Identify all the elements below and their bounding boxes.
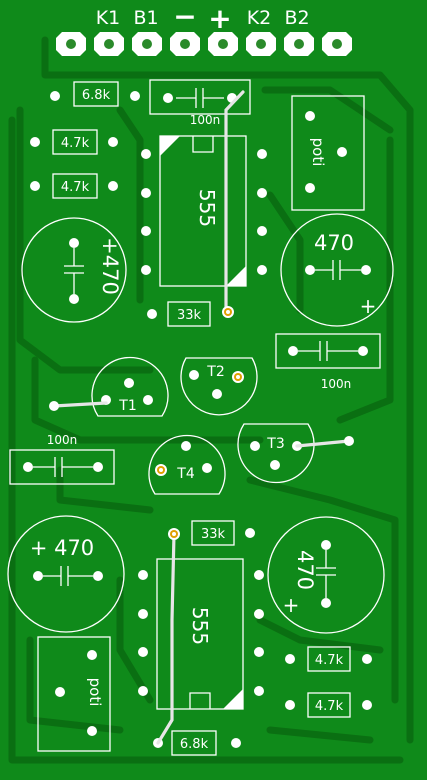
svg-text:6.8k: 6.8k <box>180 737 209 752</box>
header-connector: K1 B1 − + K2 B2 <box>56 0 352 56</box>
svg-text:+: + <box>360 294 377 318</box>
electrolytic-cap-470-left-top: +470 <box>21 217 127 323</box>
svg-text:T4: T4 <box>176 466 195 482</box>
resistor-4k7-a: 4.7k <box>30 129 118 155</box>
svg-text:+470: +470 <box>98 237 122 295</box>
electrolytic-cap-470-left-bottom: + 470 <box>7 515 125 633</box>
svg-text:+: + <box>283 593 300 617</box>
transistor-t2: T2 <box>180 357 258 416</box>
potentiometer-bottom: poti <box>37 636 111 752</box>
electrolytic-cap-470-right-bottom: 470 + <box>267 516 385 634</box>
svg-text:33k: 33k <box>177 308 202 323</box>
copper-traces <box>8 36 414 764</box>
svg-text:T1: T1 <box>118 398 136 414</box>
pin-label-plus: + <box>208 2 231 35</box>
svg-text:4.7k: 4.7k <box>315 699 344 714</box>
resistor-4k7-b: 4.7k <box>30 173 118 199</box>
capacitor-100n-top: 100n <box>149 79 251 127</box>
svg-text:4.7k: 4.7k <box>61 180 90 195</box>
svg-text:100n: 100n <box>321 377 352 391</box>
svg-text:4.7k: 4.7k <box>61 136 90 151</box>
pin-label-minus: − <box>173 0 196 33</box>
resistor-6k8-top: 6.8k <box>50 81 140 107</box>
svg-text:100n: 100n <box>190 113 221 127</box>
svg-text:poti: poti <box>309 138 327 167</box>
pin-label-b1: B1 <box>133 7 158 29</box>
svg-text:poti: poti <box>86 678 104 707</box>
resistor-33k-bottom: 33k <box>191 520 255 546</box>
gold-vias <box>155 306 244 540</box>
svg-text:+ 470: + 470 <box>30 536 94 560</box>
svg-text:33k: 33k <box>201 527 226 542</box>
header-pads <box>56 32 352 56</box>
pin-label-k2: K2 <box>247 7 272 29</box>
svg-text:470: 470 <box>293 550 317 590</box>
resistor-4k7-c: 4.7k <box>285 646 372 672</box>
capacitor-100n-left: 100n <box>9 433 115 485</box>
ic-555-top: 555 <box>141 135 267 287</box>
jumper-wires <box>52 90 351 745</box>
capacitor-100n-right: 100n <box>275 333 381 391</box>
svg-text:T2: T2 <box>206 364 224 380</box>
potentiometer-top: poti <box>291 95 365 211</box>
svg-text:470: 470 <box>314 231 354 255</box>
misc-pads <box>49 401 354 446</box>
ic-555-bottom: 555 <box>138 558 264 710</box>
pin-label-k1: K1 <box>96 7 121 29</box>
svg-text:4.7k: 4.7k <box>315 653 344 668</box>
svg-text:T3: T3 <box>266 436 284 452</box>
resistor-33k-top: 33k <box>147 301 211 327</box>
svg-text:6.8k: 6.8k <box>82 88 111 103</box>
electrolytic-cap-470-right-top: 470 + <box>280 213 394 327</box>
svg-text:555: 555 <box>195 189 219 227</box>
svg-text:100n: 100n <box>47 433 78 447</box>
resistor-4k7-d: 4.7k <box>285 692 372 718</box>
pin-label-b2: B2 <box>284 7 309 29</box>
transistor-t4: T4 <box>148 434 226 495</box>
svg-text:555: 555 <box>188 607 212 645</box>
